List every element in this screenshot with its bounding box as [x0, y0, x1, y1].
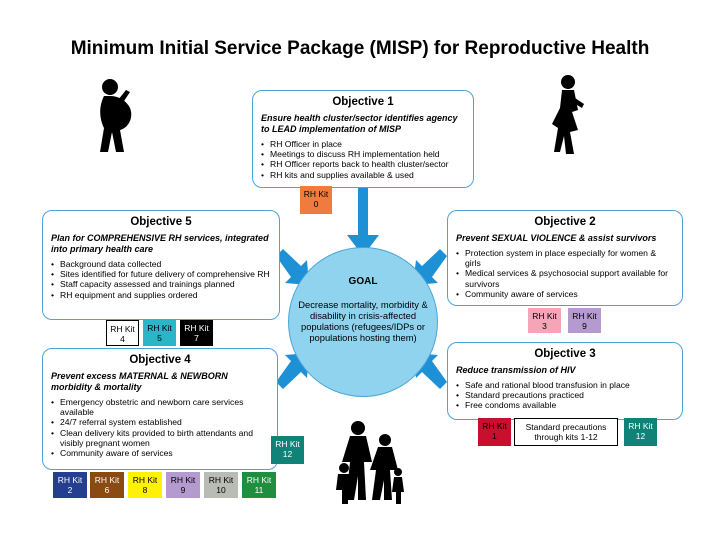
goal-description: Decrease mortality, morbidity & disabili…: [298, 299, 428, 343]
objective1-subtitle: Ensure health cluster/sector identifies …: [261, 113, 458, 134]
objective4-subtitle: Prevent excess MATERNAL & NEWBORN morbid…: [51, 371, 228, 392]
objective3-box: Objective 3 Reduce transmission of HIV S…: [447, 342, 683, 420]
objective2-box: Objective 2 Prevent SEXUAL VIOLENCE & as…: [447, 210, 683, 306]
objective5-heading: Objective 5: [130, 216, 192, 228]
arrow-objective5: [276, 249, 309, 285]
list-item: Community aware of services: [456, 289, 674, 299]
list-item: Clean delivery kits provided to birth at…: [51, 428, 269, 448]
objective5-subtitle: Plan for COMPREHENSIVE RH services, inte…: [51, 233, 269, 254]
list-item: Community aware of services: [51, 448, 269, 458]
goal-circle: GOAL Decrease mortality, morbidity & dis…: [288, 247, 438, 397]
objective2-heading: Objective 2: [534, 216, 596, 228]
list-item: Safe and rational blood transfusion in p…: [456, 380, 674, 390]
standard-precautions-label: Standard precautions through kits 1-12: [514, 418, 618, 446]
arrow-objective1: [347, 188, 379, 256]
list-item: 24/7 referral system established: [51, 417, 269, 427]
objective5-box: Objective 5 Plan for COMPREHENSIVE RH se…: [42, 210, 280, 320]
woman-figure-icon: [552, 75, 584, 154]
list-item: Emergency obstetric and newborn care ser…: [51, 397, 269, 417]
list-item: Standard precautions practiced: [456, 390, 674, 400]
list-item: Meetings to discuss RH implementation he…: [261, 149, 465, 159]
objective1-box: Objective 1 Ensure health cluster/sector…: [252, 90, 474, 188]
list-item: RH Officer reports back to health cluste…: [261, 159, 465, 169]
objective3-heading: Objective 3: [534, 348, 596, 360]
page-title: Minimum Initial Service Package (MISP) f…: [70, 38, 650, 59]
list-item: RH kits and supplies available & used: [261, 170, 465, 180]
objective4-heading: Objective 4: [129, 354, 191, 366]
objective1-heading: Objective 1: [332, 96, 394, 108]
list-item: Staff capacity assessed and trainings pl…: [51, 279, 271, 289]
goal-heading: GOAL: [348, 276, 378, 287]
list-item: Free condoms available: [456, 400, 674, 410]
list-item: Background data collected: [51, 259, 271, 269]
family-icon: [336, 421, 404, 504]
list-item: RH equipment and supplies ordered: [51, 290, 271, 300]
list-item: RH Officer in place: [261, 139, 465, 149]
pregnant-woman-icon: [100, 79, 132, 152]
list-item: Sites identified for future delivery of …: [51, 269, 271, 279]
objective3-subtitle: Reduce transmission of HIV: [456, 365, 576, 375]
objective4-box: Objective 4 Prevent excess MATERNAL & NE…: [42, 348, 278, 470]
objective2-subtitle: Prevent SEXUAL VIOLENCE & assist survivo…: [456, 233, 657, 243]
list-item: Medical services & psychosocial support …: [456, 268, 674, 288]
list-item: Protection system in place especially fo…: [456, 248, 674, 268]
